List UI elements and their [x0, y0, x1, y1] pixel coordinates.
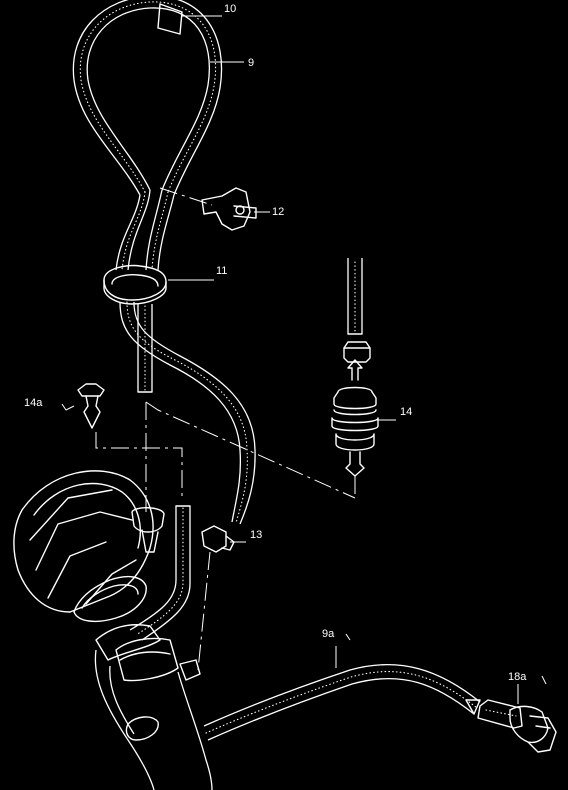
callout-18a: 18a — [508, 671, 527, 683]
connector-12 — [201, 187, 257, 231]
callout-13: 13 — [250, 529, 262, 541]
hose-holder-clip-11 — [103, 264, 167, 305]
hose-9-lower-run — [119, 301, 256, 525]
callout-14a: 14a — [24, 397, 43, 409]
callout-11: 11 — [216, 265, 227, 277]
callout-14: 14 — [400, 406, 412, 418]
clip-14a — [77, 383, 105, 429]
reservoir-assembly — [13, 470, 165, 623]
connector-18a — [477, 699, 557, 753]
callout-10: 10 — [224, 3, 236, 15]
hose-sleeve-14 — [343, 341, 371, 363]
leader-lines — [61, 15, 547, 704]
hose-9-twin-run — [115, 189, 175, 271]
callout-12: 12 — [272, 206, 284, 218]
callout-9: 9 — [248, 57, 254, 69]
filler-neck — [94, 505, 213, 790]
hose-pipe-14 — [347, 258, 363, 335]
hose-9a — [203, 664, 481, 741]
check-valve-14 — [331, 359, 379, 477]
assembly-lines — [95, 187, 356, 671]
hose-clamp-13 — [201, 525, 235, 553]
hose-connector-10 — [157, 3, 183, 35]
callout-9a: 9a — [322, 628, 335, 640]
hose-9-loop — [72, 0, 223, 196]
